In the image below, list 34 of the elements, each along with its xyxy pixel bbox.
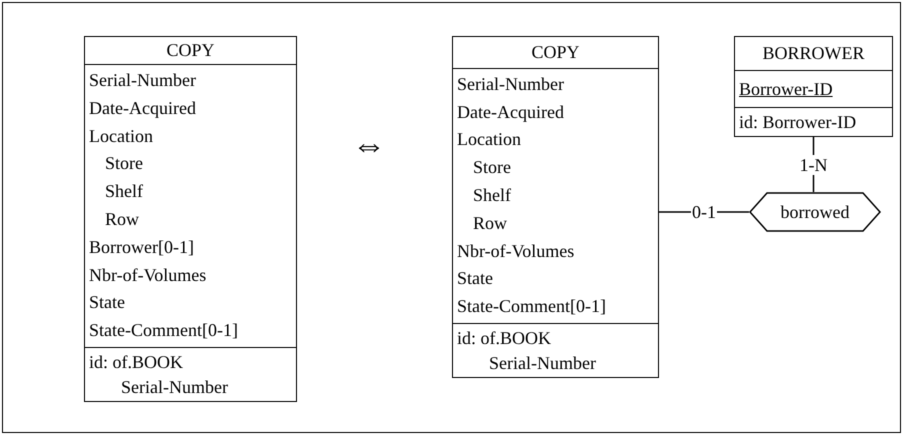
- identifier: id: of.BOOK: [89, 351, 184, 374]
- attribute-name: Nbr-of-Volumes: [457, 240, 576, 263]
- entity-box: [84, 36, 297, 402]
- attribute-name: Shelf: [472, 184, 512, 208]
- attribute-name: Borrower[0-1]: [89, 236, 195, 259]
- cardinality-label: 1-N: [798, 154, 828, 174]
- attribute-name: Store: [472, 156, 512, 180]
- attribute-name: State: [89, 291, 126, 314]
- attribute-name: Date-Acquired: [457, 100, 565, 124]
- entity-box: [452, 36, 659, 378]
- equivalence-symbol: ⇔: [352, 126, 386, 166]
- attribute-name: Serial-Number: [89, 69, 197, 92]
- attribute-name: Borrower-ID: [739, 78, 834, 100]
- attribute-name: Location: [89, 124, 154, 148]
- attribute-name: State-Comment[0-1]: [457, 295, 607, 318]
- attribute-name: Date-Acquired: [89, 96, 197, 120]
- identifier: id: Borrower-ID: [739, 110, 858, 134]
- attribute-name: State: [457, 267, 494, 290]
- attribute-name: State-Comment[0-1]: [89, 319, 239, 342]
- relationship-name: borrowed: [780, 202, 850, 222]
- attribute-name: Location: [457, 128, 522, 152]
- attribute-name: Store: [104, 152, 144, 176]
- attribute-name: Row: [104, 208, 140, 232]
- entity-name: BORROWER: [762, 42, 864, 64]
- entity-box: [734, 36, 893, 137]
- entity-name: COPY: [531, 42, 580, 63]
- attribute-name: Shelf: [104, 180, 144, 204]
- attribute-name: Row: [472, 212, 508, 235]
- entity-name: COPY: [166, 40, 214, 62]
- attribute-name: Serial-Number: [457, 72, 565, 96]
- identifier: Serial-Number: [488, 352, 597, 374]
- identifier: Serial-Number: [120, 376, 229, 398]
- identifier: id: of.BOOK: [457, 327, 552, 350]
- attribute-name: Nbr-of-Volumes: [89, 264, 208, 287]
